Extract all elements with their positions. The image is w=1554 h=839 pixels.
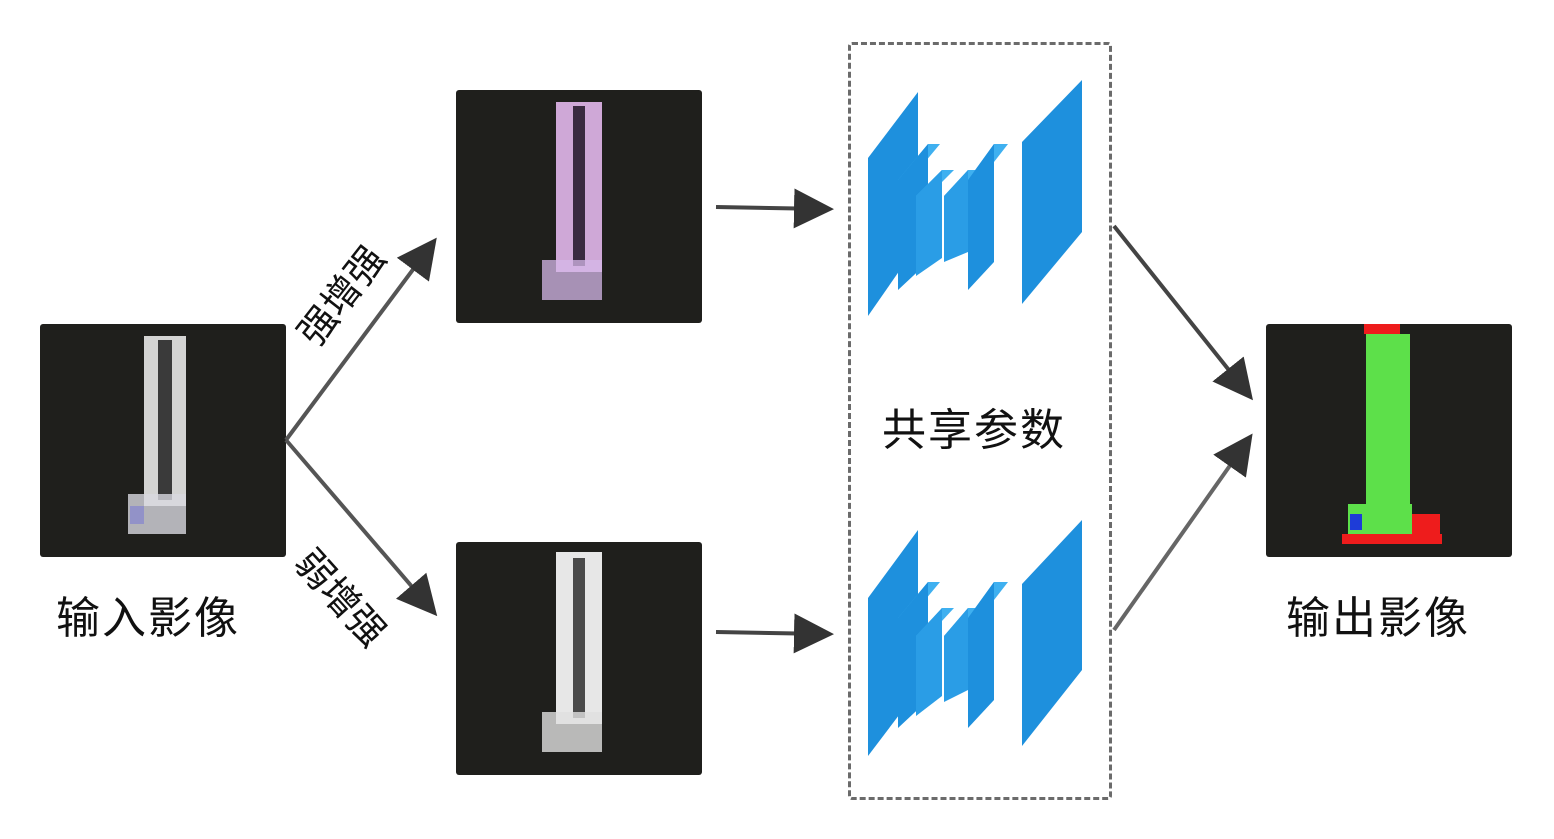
weak-augmented-image	[456, 542, 702, 775]
strong-augmented-image	[456, 90, 702, 323]
input-image	[40, 324, 286, 557]
bottom-network-to-output-arrow	[1112, 433, 1253, 632]
weak-building-thumbnail	[542, 552, 602, 752]
input-image-label: 输入影像	[56, 593, 240, 644]
weak-to-network-arrow	[715, 613, 834, 654]
shared-parameters-label: 共享参数	[882, 405, 1066, 456]
top-network-icon	[868, 80, 1082, 316]
weak-augment-arrow	[284, 438, 438, 617]
strong-to-network-arrow	[715, 188, 834, 229]
output-image	[1266, 324, 1512, 557]
output-image-label: 输出影像	[1286, 593, 1470, 644]
shared-parameters-box	[848, 42, 1112, 800]
output-segmentation-thumbnail	[1342, 324, 1442, 544]
input-building-thumbnail	[128, 336, 186, 534]
strong-augment-arrow	[284, 237, 437, 442]
top-network-to-output-arrow	[1112, 224, 1253, 401]
strong-building-thumbnail	[542, 102, 602, 300]
bottom-network-icon	[868, 520, 1082, 756]
